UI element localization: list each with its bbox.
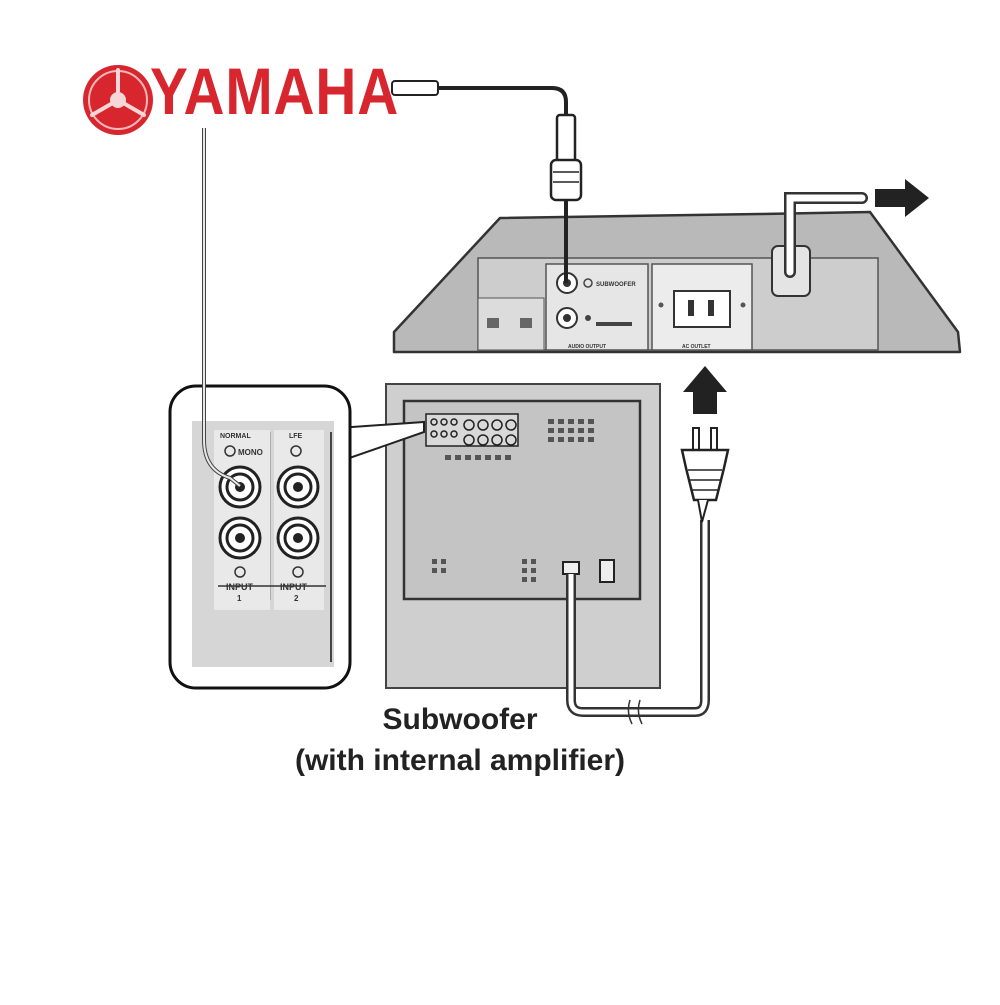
normal-jack-2 <box>218 516 262 560</box>
subwoofer-jack-label: SUBWOOFER <box>596 282 636 288</box>
subwoofer-power-cord <box>566 520 710 725</box>
normal-mono-jack <box>218 465 262 509</box>
second-output-jack <box>556 307 578 329</box>
panel-detail-callout: NORMAL LFE MONO INPUT 1 INPUT <box>168 384 425 690</box>
input1-number: 1 <box>237 594 242 603</box>
subwoofer-unit <box>385 383 661 689</box>
subwoofer-power-inlet <box>562 561 580 575</box>
mono-label: MONO <box>238 448 263 457</box>
caption-line-2: (with internal amplifier) <box>294 744 626 777</box>
input2-label: INPUT <box>280 582 308 592</box>
lfe-label: LFE <box>289 433 303 440</box>
lfe-jack-1 <box>276 465 320 509</box>
audio-cable-to-subwoofer <box>202 128 242 488</box>
audio-output-label: AUDIO OUTPUT <box>568 344 606 350</box>
input1-label: INPUT <box>226 582 254 592</box>
receiver-unit: SUBWOOFER AUDIO OUTPUT AC OUTLET <box>392 210 962 354</box>
yamaha-logo-text: YAMAHA <box>150 54 400 128</box>
ac-outlet <box>658 290 746 328</box>
lfe-jack-2 <box>276 516 320 560</box>
subwoofer-power-switch <box>599 559 615 583</box>
audio-cable <box>391 80 583 283</box>
power-plug-icon <box>680 427 730 523</box>
plug-direction-arrow-icon <box>683 366 727 414</box>
input2-number: 2 <box>294 594 299 603</box>
normal-label: NORMAL <box>220 433 251 440</box>
ac-outlet-label: AC OUTLET <box>682 344 711 350</box>
power-direction-arrow-icon <box>875 179 929 217</box>
yamaha-emblem-icon <box>83 65 153 135</box>
caption-line-1: Subwoofer <box>382 703 538 736</box>
